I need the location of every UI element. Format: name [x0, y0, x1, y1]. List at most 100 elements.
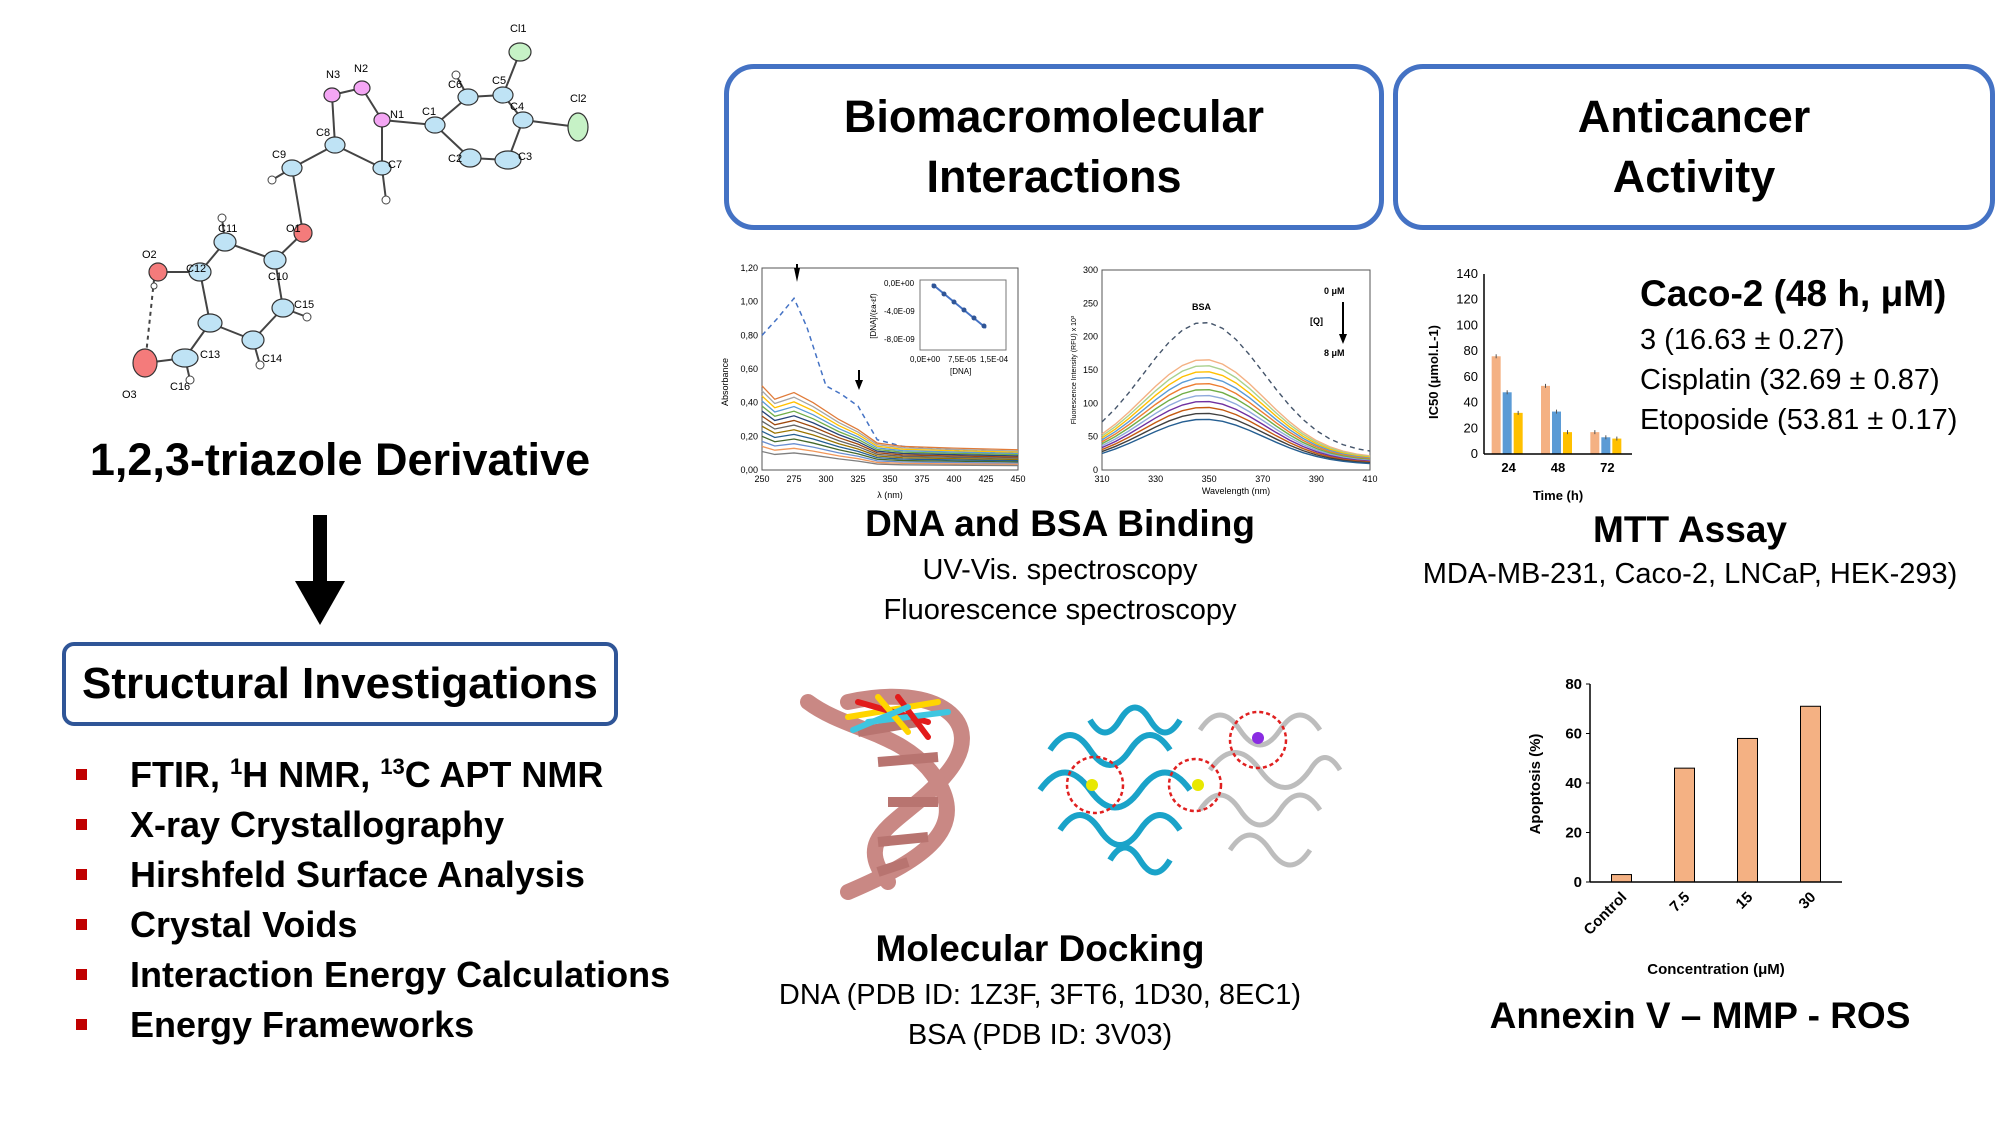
bullet-icon	[76, 869, 87, 880]
inset-y-tick: -8,0E-09	[884, 335, 915, 344]
y-axis-label: IC50 (μmol.L-1)	[1426, 325, 1441, 419]
conc-end-label: 8 μM	[1324, 348, 1345, 358]
x-axis-label: Time (h)	[1533, 488, 1583, 503]
curve-line	[1101, 321, 1371, 452]
y-tick-label: 120	[1456, 292, 1478, 307]
y-axis-label: Apoptosis (%)	[1527, 734, 1544, 835]
bar	[1513, 412, 1523, 454]
arrow-down-icon	[1339, 334, 1347, 344]
bar	[1563, 432, 1572, 454]
y-tick-label: 140	[1456, 266, 1478, 281]
x-tick-label: 400	[946, 474, 961, 484]
techniques-list: FTIR, 1H NMR, 13C APT NMR X-ray Crystall…	[76, 750, 670, 1050]
quencher-label: [Q]	[1310, 316, 1323, 326]
atom-label: N3	[326, 69, 340, 81]
curve-line	[761, 390, 1019, 452]
x-tick-label: 370	[1255, 474, 1270, 484]
structural-investigations-box: Structural Investigations	[62, 642, 618, 726]
y-tick-label: 0,00	[740, 465, 758, 475]
atom-label: C4	[510, 101, 524, 113]
atom-label: C16	[170, 381, 190, 393]
y-tick-label: 60	[1565, 726, 1582, 743]
x-tick-label: 450	[1010, 474, 1025, 484]
x-tick-label: 410	[1362, 474, 1377, 484]
atom-label: C14	[262, 353, 282, 365]
inset-plot	[919, 279, 1007, 351]
technique-item: Energy Frameworks	[76, 1000, 670, 1050]
y-tick-label: 20	[1464, 420, 1478, 435]
atom-label: Cl2	[570, 93, 587, 105]
curve-line	[1101, 388, 1371, 461]
technique-item: Hirshfeld Surface Analysis	[76, 850, 670, 900]
y-axis-label: Absorbance	[720, 358, 730, 406]
atom-label: C3	[518, 151, 532, 163]
curve-line	[761, 415, 1019, 458]
curve-line	[761, 440, 1019, 464]
caco-value: Cisplatin (32.69 ± 0.87)	[1640, 364, 1940, 396]
y-tick-label: 0,80	[740, 330, 758, 340]
caco-title: Caco-2 (48 h, μM)	[1640, 273, 1947, 314]
curve-line	[1101, 418, 1371, 465]
atom-label: O1	[286, 223, 301, 235]
docking-subtitle: DNA (PDB ID: 1Z3F, 3FT6, 1D30, 8EC1)	[778, 979, 1302, 1011]
curve-line	[761, 435, 1019, 463]
x-tick-label: 48	[1551, 460, 1565, 475]
x-tick-label: 325	[850, 474, 865, 484]
compound-title: 1,2,3-triazole Derivative	[89, 434, 591, 485]
header-line: Activity	[1612, 151, 1776, 202]
atom-label: C8	[316, 127, 330, 139]
curve-line	[761, 410, 1019, 457]
atom-label: C7	[388, 159, 402, 171]
down-arrow	[295, 515, 345, 625]
atom-label: C15	[294, 299, 314, 311]
structural-investigations-title: Structural Investigations	[82, 659, 598, 708]
curve-line	[761, 420, 1019, 459]
y-tick-label: 50	[1088, 432, 1098, 442]
y-tick-label: 150	[1083, 365, 1098, 375]
x-tick-label: 250	[754, 474, 769, 484]
arrow-icon	[855, 380, 863, 390]
atom-label: N1	[390, 109, 404, 121]
caco-value: 3 (16.63 ± 0.27)	[1640, 324, 1845, 356]
curve-line	[1101, 412, 1371, 464]
inset-y-label: [DNA]/(εa-εf)	[869, 293, 878, 339]
x-axis-label: Concentration (μM)	[1647, 961, 1785, 978]
curve-line	[1101, 394, 1371, 462]
inset-y-tick: 0,0E+00	[884, 279, 915, 288]
bullet-icon	[76, 1019, 87, 1030]
y-tick-label: 100	[1083, 398, 1098, 408]
technique-item: Crystal Voids	[76, 900, 670, 950]
x-tick-label: 310	[1094, 474, 1109, 484]
x-tick-label: 390	[1309, 474, 1324, 484]
curve-line	[761, 425, 1019, 461]
curve-line	[1101, 400, 1371, 462]
x-tick-label: 350	[1202, 474, 1217, 484]
curve-line	[761, 395, 1019, 453]
bar	[1552, 411, 1561, 454]
atom-label: Cl1	[510, 23, 527, 35]
bsa-docking-image	[1037, 704, 1343, 876]
curve-line	[761, 450, 1019, 467]
atom-label: C2	[448, 153, 462, 165]
atom-label: C9	[272, 149, 286, 161]
y-tick-label: 60	[1464, 369, 1478, 384]
atom-label: C10	[268, 271, 288, 283]
x-tick-label: Control	[1581, 889, 1631, 939]
atom-label: C11	[218, 223, 237, 235]
docking-title: Molecular Docking	[875, 928, 1205, 969]
y-tick-label: 0	[1471, 446, 1478, 461]
bar	[1737, 737, 1758, 883]
y-tick-label: 100	[1456, 317, 1478, 332]
y-tick-label: 0	[1093, 465, 1098, 475]
x-tick-label: 300	[818, 474, 833, 484]
binding-subtitle: UV-Vis. spectroscopy	[922, 554, 1198, 586]
mtt-title: MTT Assay	[1593, 509, 1787, 550]
curve-line	[761, 400, 1019, 455]
x-tick-label: 24	[1501, 460, 1516, 475]
y-tick-label: 0,60	[740, 364, 758, 374]
dna-docking-image	[800, 688, 970, 900]
bar	[1601, 437, 1611, 454]
